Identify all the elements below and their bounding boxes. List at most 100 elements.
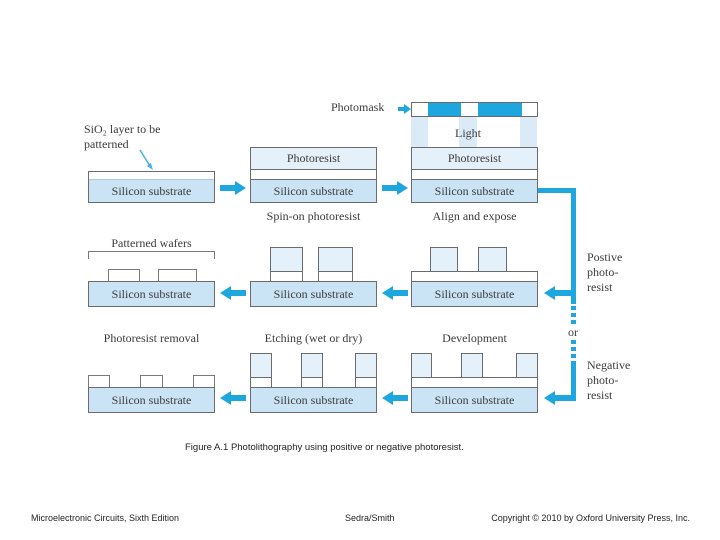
light-beam: [411, 117, 428, 147]
wafer-etched-negative: Silicon substrate: [250, 387, 377, 413]
substrate-label: Silicon substrate: [111, 183, 192, 198]
arrow-head: [544, 391, 555, 405]
arrow-shaft: [230, 290, 246, 296]
arrow-shaft: [554, 395, 576, 401]
arrow-left-icon: [544, 286, 576, 300]
arrow-head: [220, 391, 231, 405]
arrow-head: [220, 286, 231, 300]
oxide-pad: [301, 377, 323, 388]
sio2-note-line2: patterned: [84, 137, 129, 151]
arrow-shaft: [230, 395, 246, 401]
wafer-developed-positive: Silicon substrate: [411, 281, 538, 307]
photomask-arrow-icon: [398, 104, 411, 114]
oxide-bump: [108, 269, 140, 282]
patterned-wafers-bracket: [88, 251, 215, 259]
negative-resist-line: photo-: [587, 373, 619, 387]
photomask-label: Photomask: [331, 100, 385, 114]
substrate-label: Silicon substrate: [273, 183, 354, 198]
positive-resist-line: Postive: [587, 250, 623, 264]
negative-resist-label: Negative photo- resist: [587, 358, 630, 403]
photomask-clear-segment: [522, 103, 537, 116]
caption-development: Development: [442, 331, 507, 345]
arrow-head: [382, 391, 393, 405]
substrate-label: Silicon substrate: [273, 392, 354, 407]
arrow-shaft: [220, 185, 235, 191]
arrow-head: [382, 286, 393, 300]
wafer-spin-on-photoresist: Photoresist Silicon substrate: [250, 147, 377, 203]
oxide-pad: [355, 377, 377, 388]
substrate-label: Silicon substrate: [434, 286, 515, 301]
arrow-right-icon: [382, 181, 408, 195]
arrow-shaft: [554, 290, 576, 296]
photomask-clear-segment: [412, 103, 428, 116]
photoresist-block: [270, 247, 303, 272]
photomask-clear-segment: [461, 103, 478, 116]
light-beam: [520, 117, 537, 147]
arrow-left-icon: [544, 391, 576, 405]
photoresist-block: [355, 353, 377, 378]
caption-patterned-wafers: Patterned wafers: [111, 236, 192, 250]
caption-photoresist-removal: Photoresist removal: [103, 331, 200, 345]
sio2-note-line1: SiO₂ layer to be: [84, 122, 161, 136]
substrate-label: Silicon substrate: [111, 392, 192, 407]
wafer-patterned: Silicon substrate: [88, 281, 215, 307]
photomask: [411, 102, 538, 117]
photomask-opaque-segment: [478, 103, 522, 116]
arrow-head: [235, 181, 246, 195]
arrow-shaft: [398, 107, 404, 111]
positive-resist-label: Postive photo- resist: [587, 250, 622, 295]
negative-resist-line: resist: [587, 388, 613, 402]
oxide-pad: [318, 271, 353, 282]
substrate-layer: Silicon substrate: [89, 179, 214, 202]
oxide-bump: [140, 375, 163, 388]
substrate-label: Silicon substrate: [273, 286, 354, 301]
arrow-left-icon: [220, 391, 246, 405]
or-label: or: [568, 325, 578, 339]
caption-spin-on: Spin-on photoresist: [266, 209, 361, 223]
wafer-resist-removed-negative: Silicon substrate: [88, 387, 215, 413]
arrow-head: [404, 104, 411, 114]
photoresist-block: [461, 353, 483, 378]
oxide-layer: [251, 170, 376, 180]
sio2-pointer-arrow-icon: [139, 149, 153, 170]
photoresist-label: Photoresist: [286, 151, 341, 165]
branch-line-vertical: [571, 188, 576, 304]
substrate-layer: Silicon substrate: [412, 180, 537, 202]
arrow-left-icon: [220, 286, 246, 300]
branch-line-dashed: [571, 340, 576, 364]
footer-book-title: Microelectronic Circuits, Sixth Edition: [31, 513, 180, 523]
oxide-bump: [158, 269, 197, 282]
branch-line-dashed: [571, 306, 576, 324]
wafer-developed-negative: Silicon substrate: [411, 387, 538, 413]
branch-line-vertical: [571, 364, 576, 401]
light-beam: [459, 117, 477, 147]
oxide-pad: [270, 271, 303, 282]
arrow-shaft: [392, 290, 408, 296]
footer-authors: Sedra/Smith: [345, 513, 395, 523]
arrow-shaft: [382, 185, 397, 191]
wafer-align-expose: Photoresist Silicon substrate: [411, 147, 538, 203]
arrow-shaft: [392, 395, 408, 401]
photoresist-layer: Photoresist: [412, 148, 537, 170]
photoresist-block: [318, 247, 353, 272]
caption-etching: Etching (wet or dry): [264, 331, 363, 345]
photoresist-block: [250, 353, 272, 378]
substrate-label: Silicon substrate: [434, 392, 515, 407]
photoresist-block: [301, 353, 323, 378]
photoresist-layer: Photoresist: [251, 148, 376, 170]
positive-resist-line: resist: [587, 280, 613, 294]
positive-resist-line: photo-: [587, 265, 619, 279]
photoresist-block: [411, 353, 432, 378]
negative-resist-line: Negative: [587, 358, 631, 372]
caption-align-expose: Align and expose: [432, 209, 517, 223]
substrate-layer: Silicon substrate: [251, 180, 376, 202]
branch-line-top: [538, 188, 576, 193]
arrow-left-icon: [382, 391, 408, 405]
substrate-label: Silicon substrate: [111, 286, 192, 301]
light-label: Light: [455, 126, 481, 140]
oxide-pad: [250, 377, 272, 388]
arrow-right-icon: [220, 181, 246, 195]
oxide-bump: [193, 375, 215, 388]
wafer-oxidized: Silicon substrate: [88, 171, 215, 203]
